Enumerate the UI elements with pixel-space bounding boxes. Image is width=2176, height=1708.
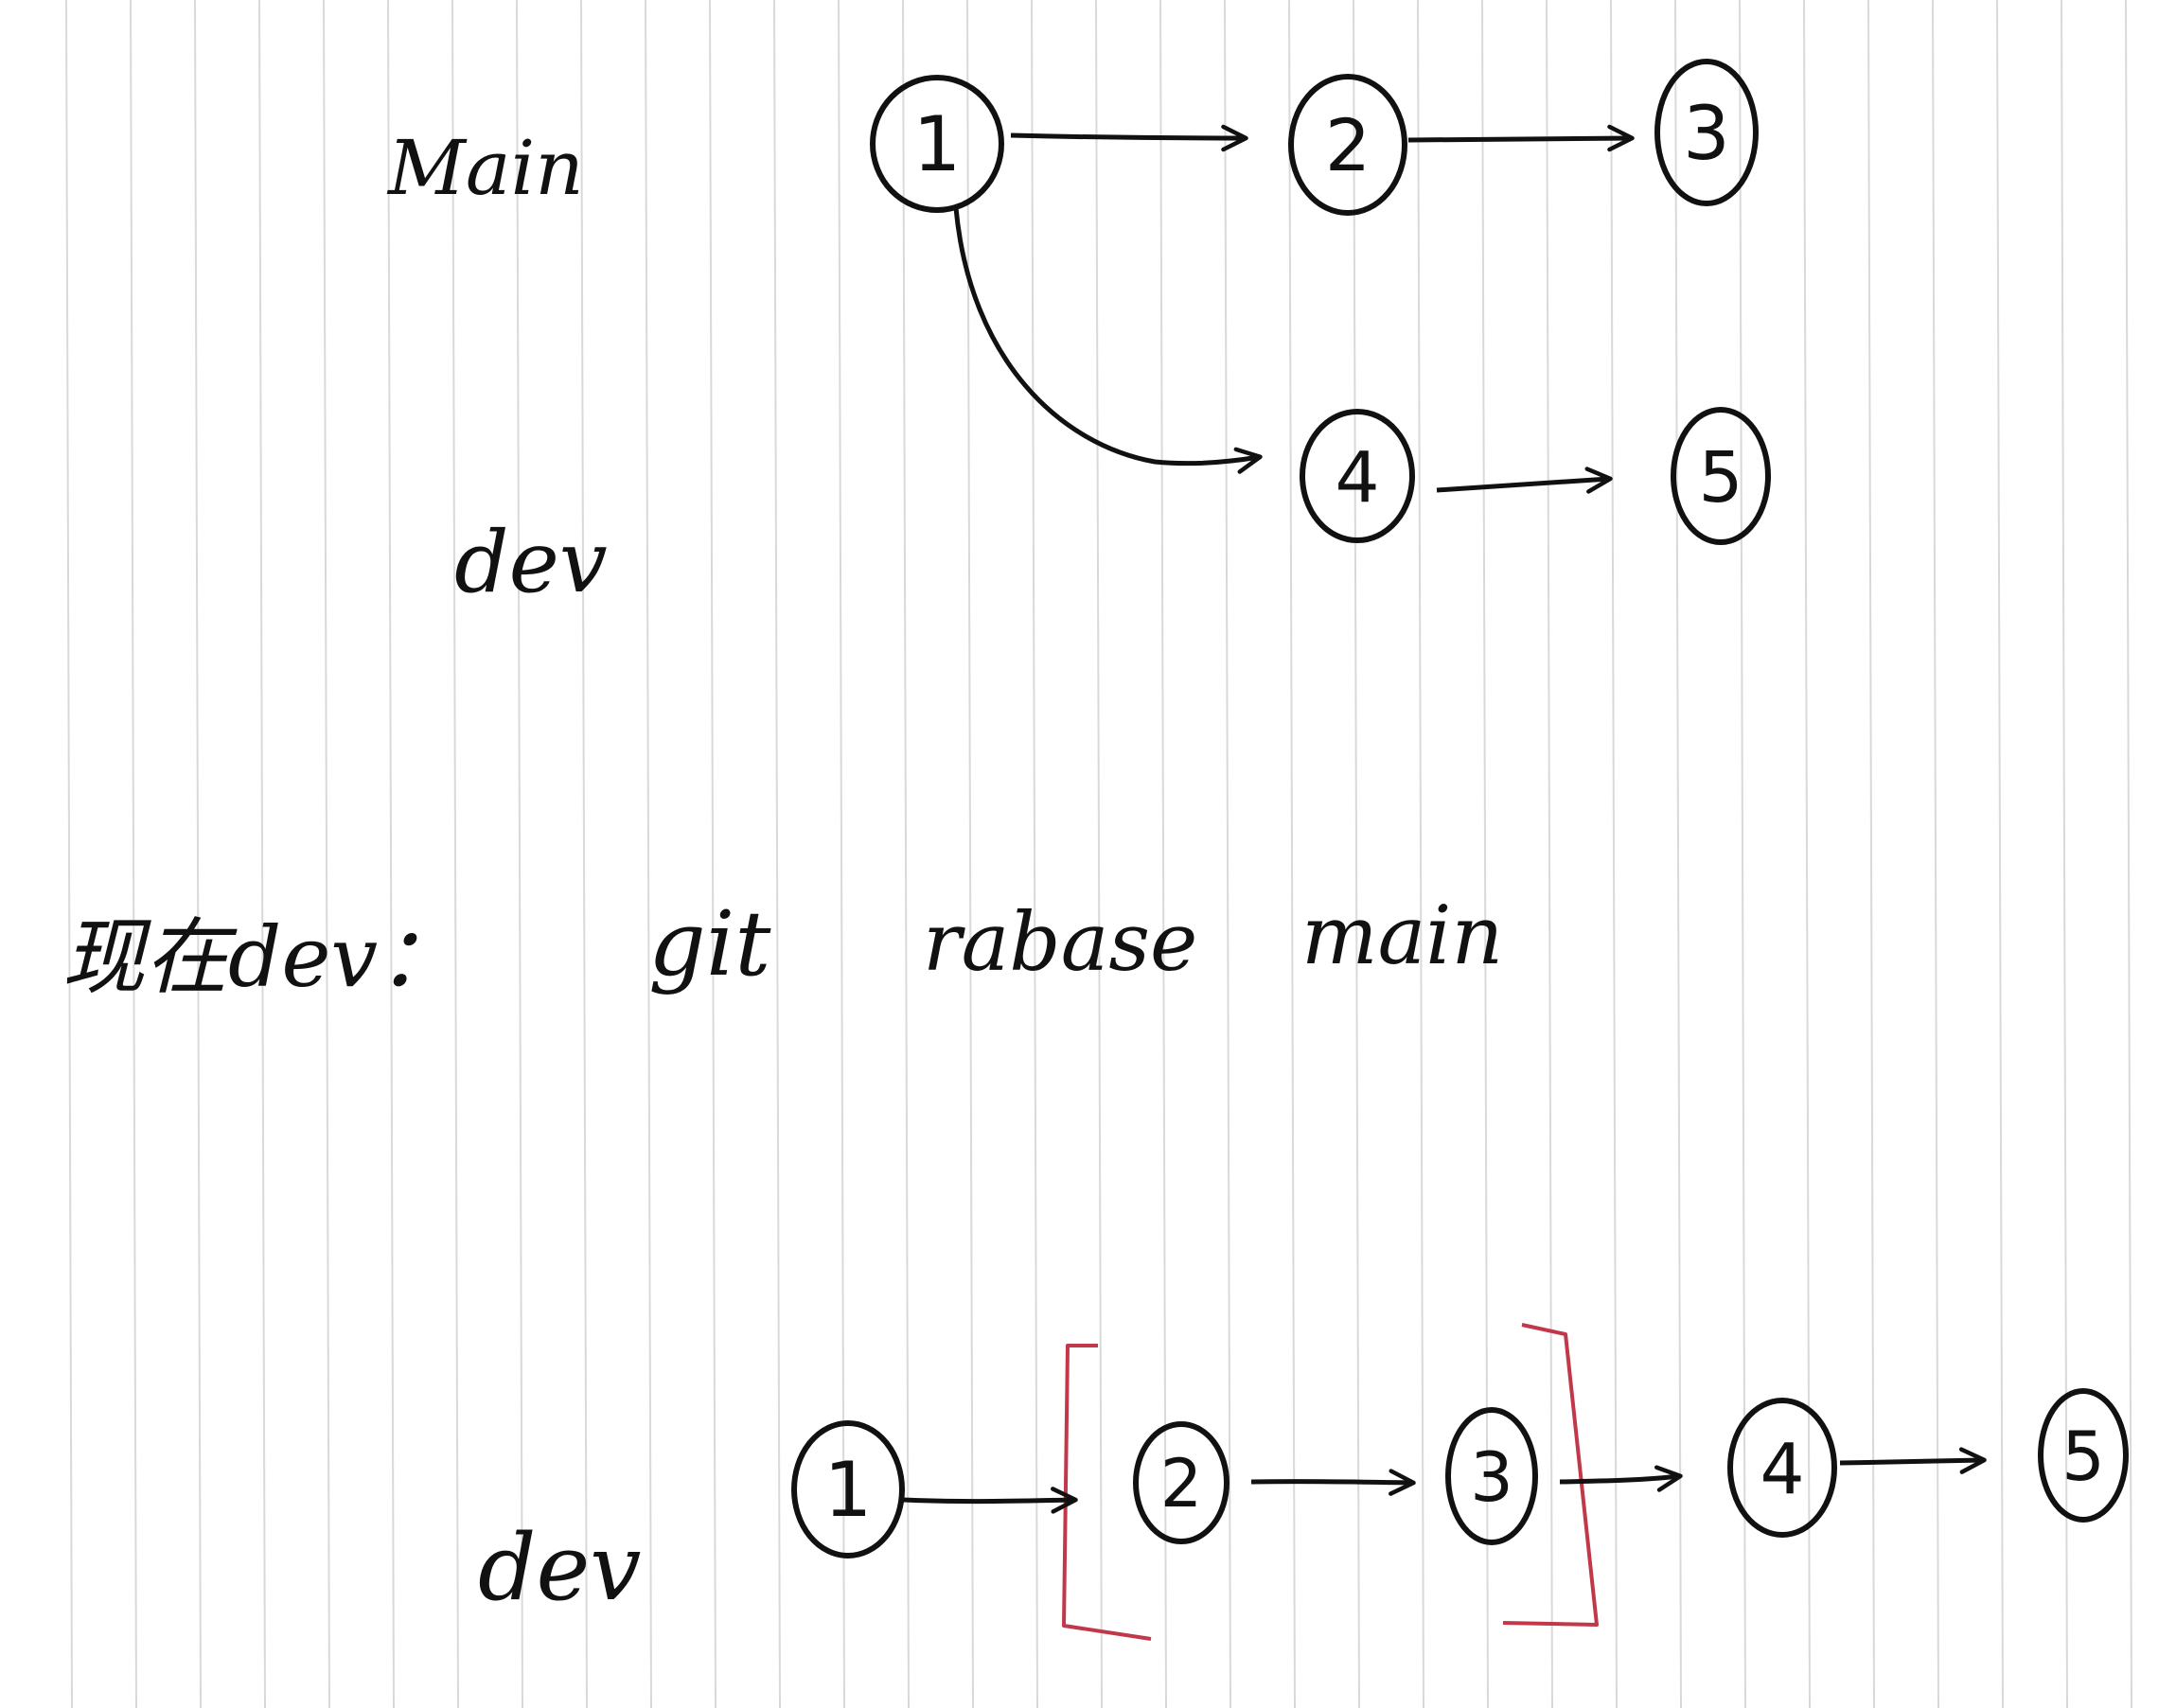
rebased-node-4-label: 4 <box>1760 1429 1804 1510</box>
bracket-right <box>1502 1323 1599 1627</box>
rebased-node-3: 3 <box>1445 1407 1538 1545</box>
commit-node-5-label: 5 <box>1698 437 1743 519</box>
edge-b-1-2 <box>903 1487 1078 1514</box>
rule-line <box>194 0 202 1708</box>
edge-b-2-3 <box>1250 1469 1416 1496</box>
rebased-node-1: 1 <box>791 1420 905 1558</box>
rule-line <box>387 0 395 1708</box>
rebased-node-4: 4 <box>1727 1398 1837 1538</box>
rebased-node-2-label: 2 <box>1160 1445 1203 1523</box>
rule-line <box>1417 0 1424 1708</box>
rule-line <box>709 0 716 1708</box>
commit-node-3-label: 3 <box>1683 92 1730 177</box>
rule-line <box>2061 0 2068 1708</box>
rebased-node-2: 2 <box>1133 1421 1230 1544</box>
command-prefix: 现在dev： <box>62 908 461 1006</box>
command-git: git <box>648 892 771 996</box>
rule-line <box>1674 0 1682 1708</box>
rule-line <box>580 0 588 1708</box>
rule-line <box>258 0 266 1708</box>
edge-b-4-5 <box>1839 1447 1987 1474</box>
rule-line <box>645 0 652 1708</box>
rule-line <box>130 0 137 1708</box>
notebook-rule-lines <box>65 0 2132 1708</box>
command-subcommand: rabase <box>923 896 1197 990</box>
rule-line <box>1288 0 1296 1708</box>
commit-node-1: 1 <box>870 75 1004 213</box>
edge-4-5 <box>1436 467 1613 494</box>
rule-line <box>1996 0 2004 1708</box>
rule-line <box>1031 0 1038 1708</box>
rule-line <box>773 0 781 1708</box>
rule-line <box>902 0 910 1708</box>
commit-node-3: 3 <box>1654 59 1759 206</box>
main-branch-label: Main <box>386 124 584 212</box>
rule-line <box>1867 0 1875 1708</box>
rule-line <box>1610 0 1618 1708</box>
rule-line <box>1481 0 1489 1708</box>
commit-node-4-label: 4 <box>1335 437 1379 519</box>
rule-line <box>1095 0 1103 1708</box>
rule-line <box>966 0 974 1708</box>
bracket-left <box>1062 1344 1152 1641</box>
rule-line <box>1932 0 1939 1708</box>
rule-line <box>2125 0 2132 1708</box>
commit-node-2-label: 2 <box>1325 103 1371 187</box>
rule-line <box>516 0 523 1708</box>
edge-b-3-4 <box>1559 1465 1683 1492</box>
rule-line <box>1803 0 1811 1708</box>
rule-line <box>1159 0 1167 1708</box>
rebased-node-3-label: 3 <box>1470 1437 1513 1517</box>
commit-node-4: 4 <box>1300 409 1415 543</box>
dev-branch-label-top: dev <box>454 513 608 612</box>
commit-node-2: 2 <box>1288 74 1407 216</box>
rebased-node-5: 5 <box>2038 1388 2129 1523</box>
edge-2-3 <box>1407 124 1635 152</box>
rule-line <box>1353 0 1360 1708</box>
dev-branch-label-bottom: dev <box>478 1515 642 1621</box>
commit-node-5: 5 <box>1671 407 1771 545</box>
rule-line <box>1224 0 1231 1708</box>
command-target: main <box>1301 889 1503 983</box>
rule-line <box>65 0 73 1708</box>
rebased-node-1-label: 1 <box>824 1446 873 1534</box>
rebased-node-5-label: 5 <box>2061 1417 2105 1496</box>
edge-1-4 <box>953 207 1263 474</box>
rule-line <box>1546 0 1553 1708</box>
rule-line <box>1739 0 1746 1708</box>
edge-1-2 <box>1010 124 1248 152</box>
commit-node-1-label: 1 <box>913 100 962 188</box>
rule-line <box>451 0 459 1708</box>
rule-line <box>323 0 330 1708</box>
